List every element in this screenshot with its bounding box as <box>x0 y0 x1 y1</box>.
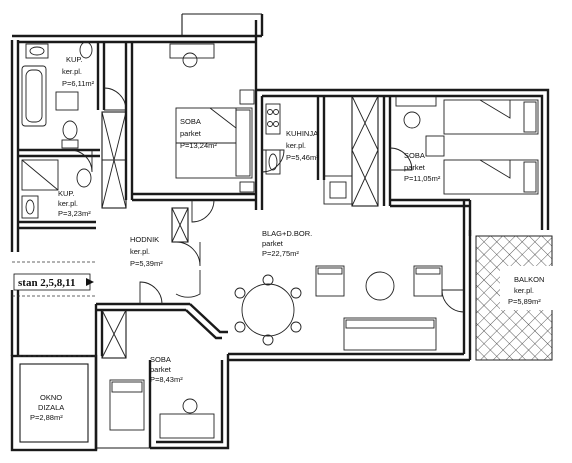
balkon-area <box>475 235 554 361</box>
interior-walls <box>18 42 472 448</box>
okno-line-3: P=2,88m² <box>30 413 63 422</box>
balkon-line-3: P=5,89m² <box>508 297 541 306</box>
room-label-balkon: BALKON ker.pl. P=5,89m² <box>508 275 544 306</box>
room-label-soba1: SOBA parket P=13,24m² <box>180 117 217 150</box>
room-label-hodnik: HODNIK ker.pl. P=5,39m² <box>130 235 163 268</box>
kup2-line-1: KUP. <box>58 189 75 198</box>
dashed-lines <box>12 261 96 357</box>
hodnik-line-2: ker.pl. <box>130 247 150 256</box>
room-label-soba3: SOBA parket P=8,43m² <box>150 355 183 384</box>
kup1-line-3: P=6,11m² <box>62 79 95 88</box>
hodnik-line-1: HODNIK <box>130 235 159 244</box>
balkon-line-2: ker.pl. <box>514 286 534 295</box>
entrance-label: stan 2,5,8,11 <box>18 277 75 289</box>
soba3-line-1: SOBA <box>150 355 171 364</box>
room-label-kup2: KUP. ker.pl. P=3,23m² <box>58 189 91 218</box>
kuhinja-line-2: ker.pl. <box>286 141 306 150</box>
soba2-line-2: parket <box>404 163 426 172</box>
soba3-line-2: parket <box>150 365 172 374</box>
kup1-line-1: KUP. <box>66 55 83 64</box>
soba2-line-3: P=11,05m² <box>404 174 441 183</box>
kuhinja-line-1: KUHINJA <box>286 129 318 138</box>
soba1-line-2: parket <box>180 129 202 138</box>
kuhinja-line-3: P=5,46m² <box>286 153 319 162</box>
soba1-line-3: P=13,24m² <box>180 141 217 150</box>
soba2-line-1: SOBA <box>404 151 425 160</box>
doors <box>69 87 465 313</box>
kup2-line-2: ker.pl. <box>58 199 78 208</box>
balkon-line-1: BALKON <box>514 275 544 284</box>
blag-line-2: parket <box>262 239 284 248</box>
room-label-okno: OKNO DIZALA P=2,88m² <box>26 390 86 430</box>
soba1-line-1: SOBA <box>180 117 201 126</box>
soba3-line-3: P=8,43m² <box>150 375 183 384</box>
kup1-line-2: ker.pl. <box>62 67 82 76</box>
fixtures <box>21 41 539 439</box>
room-label-blag: BLAG+D.BOR. parket P=22,75m² <box>262 229 312 258</box>
room-label-kuhinja: KUHINJA ker.pl. P=5,46m² <box>286 129 319 162</box>
room-label-kup1: KUP. ker.pl. P=6,11m² <box>62 55 95 88</box>
entrance-marker <box>13 273 94 291</box>
room-label-soba2: SOBA parket P=11,05m² <box>404 151 441 183</box>
okno-line-2: DIZALA <box>38 403 64 412</box>
blag-line-1: BLAG+D.BOR. <box>262 229 312 238</box>
exterior-walls <box>10 13 550 452</box>
hodnik-line-3: P=5,39m² <box>130 259 163 268</box>
kup2-line-3: P=3,23m² <box>58 209 91 218</box>
okno-line-1: OKNO <box>40 393 62 402</box>
blag-line-3: P=22,75m² <box>262 249 299 258</box>
